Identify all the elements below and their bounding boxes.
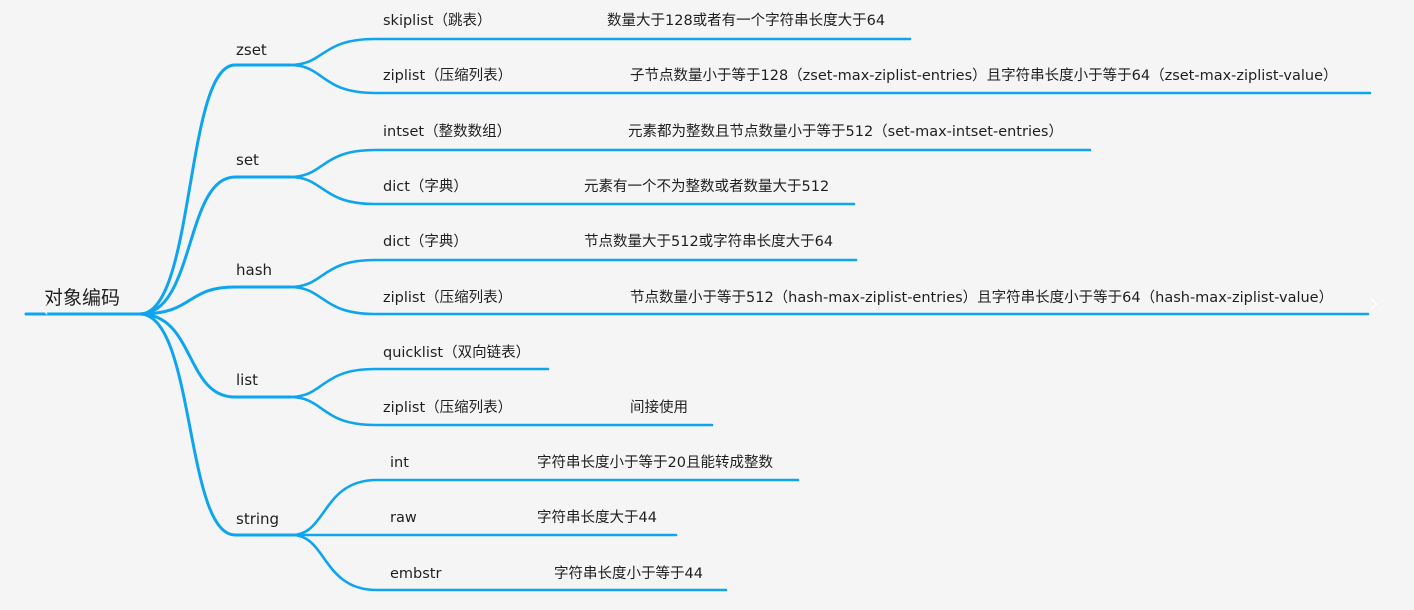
- branch-zset-label: zset: [236, 41, 267, 59]
- zset-skiplist-label: skiplist（跳表）: [383, 13, 492, 29]
- chevron-right-icon[interactable]: ›: [1368, 286, 1380, 321]
- connector-hash-child-0: [288, 258, 858, 289]
- hash-dict-desc: 节点数量大于512或字符串长度大于64: [584, 234, 834, 250]
- list-ziplist-label: ziplist（压缩列表）: [383, 400, 513, 416]
- zset-ziplist-label: ziplist（压缩列表）: [383, 68, 513, 84]
- connector-list-child-1: [288, 395, 714, 427]
- connector-string-child-0: [290, 478, 800, 537]
- zset-ziplist-desc: 子节点数量小于等于128（zset-max-ziplist-entries）且字…: [630, 68, 1338, 84]
- connector-root-list: [138, 312, 292, 399]
- connector-string-child-2: [290, 533, 728, 592]
- connector-hash-child-1: [288, 285, 1370, 316]
- connector-root-hash: [138, 285, 292, 316]
- connector-zset-child-1: [288, 63, 1372, 95]
- string-int-label: int: [390, 455, 409, 471]
- chevron-left-icon[interactable]: ‹: [38, 290, 50, 325]
- connector-zset-child-0: [288, 37, 912, 67]
- string-raw-desc: 字符串长度大于44: [537, 510, 657, 526]
- branch-string-label: string: [236, 510, 280, 528]
- zset-skiplist-desc: 数量大于128或者有一个字符串长度大于64: [607, 13, 886, 29]
- set-intset-label: intset（整数数组）: [383, 124, 512, 140]
- connector-set-child-0: [288, 148, 1092, 179]
- list-quicklist-label: quicklist（双向链表）: [383, 345, 531, 361]
- hash-dict-label: dict（字典）: [383, 234, 468, 250]
- string-embstr-desc: 字符串长度小于等于44: [554, 566, 703, 582]
- set-intset-desc: 元素都为整数且节点数量小于等于512（set-max-intset-entrie…: [628, 124, 1063, 140]
- hash-ziplist-label: ziplist（压缩列表）: [383, 290, 513, 306]
- connector-list-child-0: [288, 367, 550, 399]
- hash-ziplist-desc: 节点数量小于等于512（hash-max-ziplist-entries）且字符…: [630, 290, 1334, 306]
- branch-list-label: list: [236, 371, 259, 389]
- connector-set-child-1: [288, 175, 856, 206]
- connector-root-string: [138, 312, 294, 537]
- root-node-label: 对象编码: [44, 287, 121, 309]
- connector-root-zset: [138, 63, 292, 316]
- string-int-desc: 字符串长度小于等于20且能转成整数: [537, 455, 773, 471]
- set-dict-desc: 元素有一个不为整数或者数量大于512: [584, 179, 830, 195]
- branch-set-label: set: [236, 151, 259, 169]
- connector-root-set: [138, 175, 292, 316]
- set-dict-label: dict（字典）: [383, 179, 468, 195]
- string-embstr-label: embstr: [390, 566, 442, 582]
- branch-hash-label: hash: [236, 261, 273, 279]
- list-ziplist-desc: 间接使用: [630, 400, 688, 416]
- string-raw-label: raw: [390, 510, 417, 526]
